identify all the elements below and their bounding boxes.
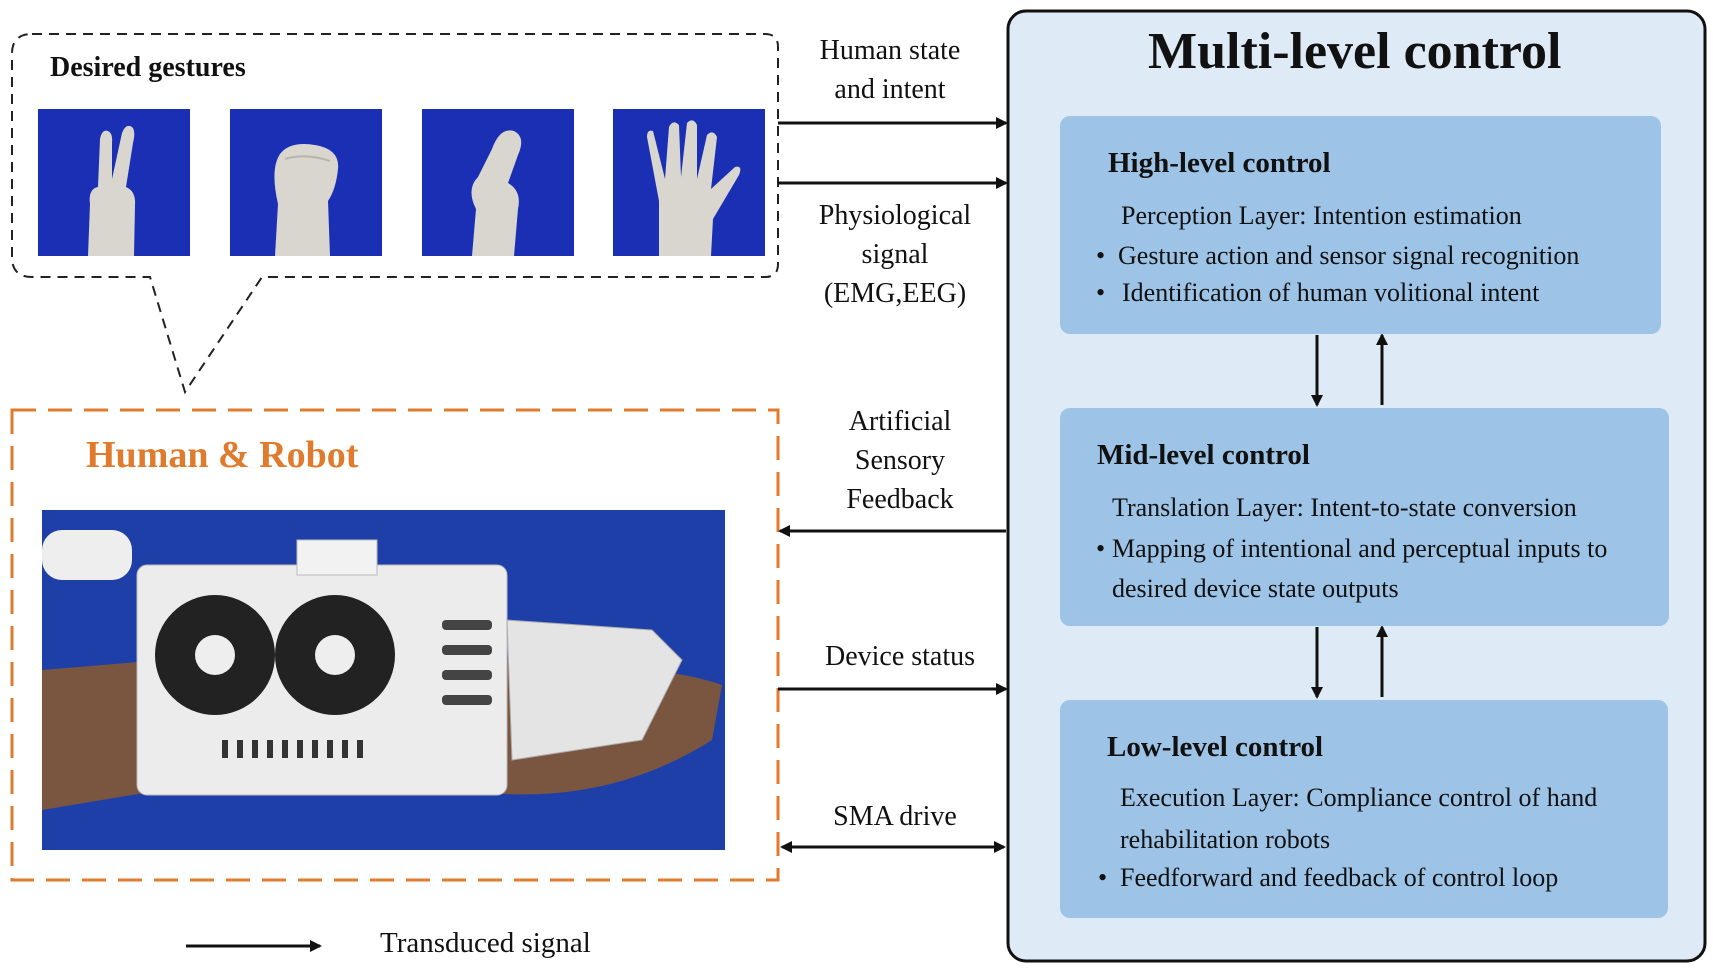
multi-level-control-title: Multi-level control	[1148, 23, 1562, 80]
translation-layer-text: Translation Layer: Intent-to-state conve…	[1112, 493, 1577, 522]
low-level-control-box: Low-level control Execution Layer: Compl…	[1060, 700, 1668, 918]
mid-bullet-1: •Mapping of intentional and perceptual i…	[1096, 534, 1608, 563]
high-bullet-1: •Gesture action and sensor signal recogn…	[1096, 241, 1580, 270]
legend-label: Transduced signal	[380, 927, 591, 959]
device-status-label: Device status	[824, 641, 976, 672]
gesture-pinch-image	[422, 109, 574, 256]
high-level-control-box: High-level control Perception Layer: Int…	[1060, 116, 1661, 334]
gesture-peace-sign-image	[38, 109, 190, 256]
mid-level-control-box: Mid-level control Translation Layer: Int…	[1060, 408, 1669, 626]
low-level-title: Low-level control	[1107, 731, 1324, 763]
mid-bullet-1-continued: desired device state outputs	[1112, 574, 1399, 603]
physiological-signal-label: Physiological signal (EMG,EEG)	[818, 200, 972, 309]
human-state-label: Human state and intent	[819, 35, 961, 105]
high-bullet-2: •Identification of human volitional inte…	[1096, 278, 1540, 307]
human-robot-title: Human & Robot	[86, 434, 359, 476]
low-bullet-1: •Feedforward and feedback of control loo…	[1098, 863, 1559, 892]
execution-layer-text-1: Execution Layer: Compliance control of h…	[1120, 783, 1598, 812]
gesture-fist-image	[230, 109, 382, 256]
sma-drive-label: SMA drive	[833, 801, 957, 832]
human-robot-border	[10, 408, 780, 882]
high-level-title: High-level control	[1108, 147, 1331, 179]
mid-level-title: Mid-level control	[1097, 439, 1310, 471]
hand-exoskeleton-photo	[42, 510, 725, 850]
gestures-callout-border	[11, 33, 779, 395]
sensory-feedback-label: Artificial Sensory Feedback	[846, 406, 954, 515]
execution-layer-text-2: rehabilitation robots	[1120, 825, 1331, 854]
gesture-open-palm-image	[613, 109, 765, 256]
perception-layer-text: Perception Layer: Intention estimation	[1121, 201, 1522, 230]
gestures-title: Desired gestures	[50, 52, 246, 83]
